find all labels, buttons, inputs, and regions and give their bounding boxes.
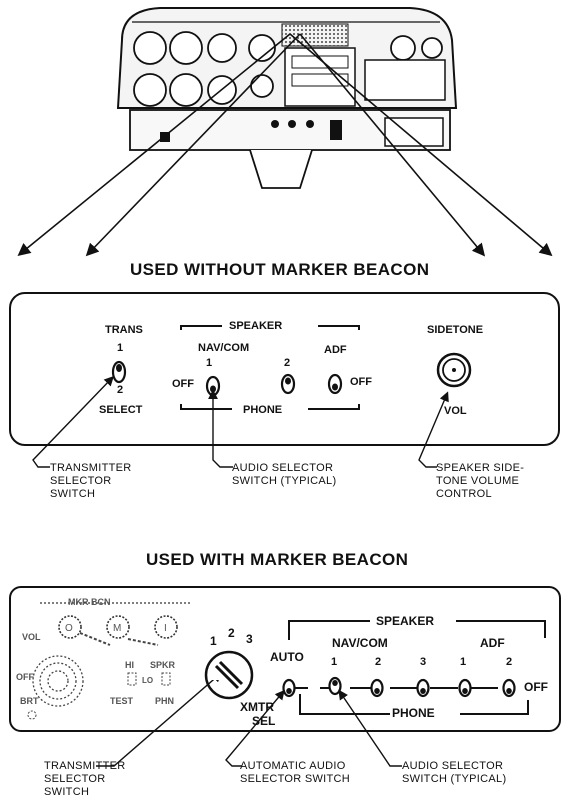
nav-1-label-2: 1	[331, 656, 338, 668]
instrument-panel-illustration	[17, 7, 553, 257]
off-right-label: OFF	[350, 376, 372, 388]
svg-text:I: I	[164, 623, 167, 634]
audio-switch-nav2-2[interactable]	[368, 676, 386, 700]
callout-audio-selector-2: AUDIO SELECTOR SWITCH (TYPICAL)	[402, 760, 507, 785]
sidetone-volume-knob[interactable]	[434, 350, 474, 390]
mkr-hi-label: HI	[125, 660, 134, 670]
speaker-phone-bracket-2	[288, 620, 546, 715]
trans-label: TRANS	[105, 324, 143, 336]
adf-2-label: 2	[506, 656, 513, 668]
audio-switch-adf[interactable]	[325, 372, 345, 396]
off-left-label: OFF	[172, 378, 194, 390]
adf-label: ADF	[324, 344, 347, 356]
mkr-off-label: OFF	[16, 672, 34, 682]
phone-label: PHONE	[243, 404, 283, 416]
section-heading-with-marker: USED WITH MARKER BEACON	[146, 550, 409, 569]
speaker-phone-bracket	[180, 325, 360, 410]
xmtr-label: XMTR	[240, 700, 274, 714]
callout-transmitter-selector-2: TRANSMITTER SELECTOR SWITCH	[44, 760, 126, 798]
nav-1-label: 1	[206, 357, 213, 369]
nav-2-label-2: 2	[375, 656, 382, 668]
vol-label: VOL	[444, 405, 467, 417]
mkr-phn-label: PHN	[155, 696, 175, 706]
callout-transmitter-selector: TRANSMITTER SELECTOR SWITCH	[50, 462, 132, 500]
trans-position-1: 1	[117, 342, 124, 354]
nav-3-label-2: 3	[420, 656, 427, 668]
xmtr-position-3: 3	[246, 632, 253, 646]
callout-leaders-with	[96, 680, 402, 767]
sel-label: SEL	[252, 714, 276, 728]
select-label: SELECT	[99, 404, 143, 416]
mkr-spkr-label: SPKR	[150, 660, 176, 670]
xmtr-position-1: 1	[210, 634, 217, 648]
navcom-label: NAV/COM	[198, 342, 250, 354]
adf-1-label: 1	[460, 656, 467, 668]
audio-switch-nav3-2[interactable]	[414, 676, 432, 700]
trans-position-2: 2	[117, 384, 124, 396]
auto-switch[interactable]	[280, 676, 298, 700]
speaker-label-2: SPEAKER	[376, 614, 435, 628]
audio-switch-nav2[interactable]	[278, 372, 298, 396]
sidetone-label: SIDETONE	[427, 324, 484, 336]
xmtr-selector-knob[interactable]	[202, 648, 256, 702]
transmitter-selector-switch[interactable]	[108, 358, 130, 386]
svg-text:M: M	[113, 623, 121, 634]
xmtr-position-2: 2	[228, 626, 235, 640]
marker-beacon-section: O M I	[27, 602, 192, 720]
speaker-label: SPEAKER	[229, 320, 283, 332]
mkr-bcn-label: MKR BCN	[68, 597, 111, 607]
mkr-vol-label: VOL	[22, 632, 41, 642]
svg-text:O: O	[65, 623, 73, 634]
callout-leaders-without	[32, 375, 449, 468]
nav-2-label: 2	[284, 357, 291, 369]
mkr-brt-label: BRT	[20, 696, 39, 706]
phone-label-2: PHONE	[392, 706, 435, 720]
section-heading-without-marker: USED WITHOUT MARKER BEACON	[130, 260, 430, 279]
audio-switch-nav1-2[interactable]	[326, 674, 344, 698]
mkr-lo-label: LO	[142, 676, 154, 685]
callout-audio-selector: AUDIO SELECTOR SWITCH (TYPICAL)	[232, 462, 337, 487]
audio-switch-adf1-2[interactable]	[456, 676, 474, 700]
audio-switch-adf2-2[interactable]	[500, 676, 518, 700]
callout-automatic-audio-selector: AUTOMATIC AUDIO SELECTOR SWITCH	[240, 760, 351, 785]
adf-label-2: ADF	[480, 636, 505, 650]
auto-label: AUTO	[270, 650, 304, 664]
audio-panel-without-marker	[9, 292, 560, 446]
navcom-label-2: NAV/COM	[332, 636, 388, 650]
callout-speaker-sidetone: SPEAKER SIDE- TONE VOLUME CONTROL	[436, 462, 525, 500]
mkr-test-label: TEST	[110, 696, 134, 706]
audio-panel-with-marker	[9, 586, 561, 732]
off-right-label-2: OFF	[524, 680, 548, 694]
